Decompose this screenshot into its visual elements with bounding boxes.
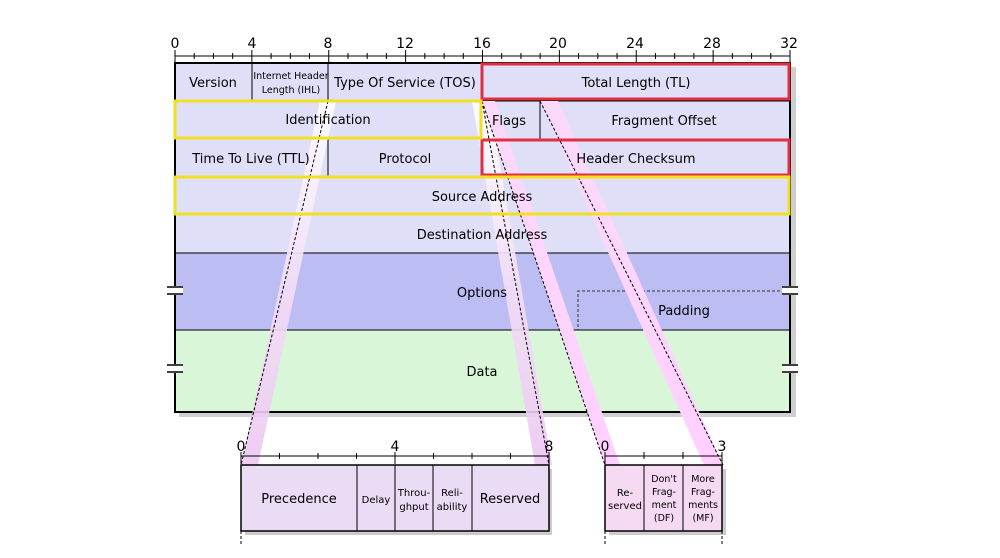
tick-label-0: 0 (171, 36, 180, 52)
padding-label: Padding (658, 304, 710, 319)
flag-reserved-line2: served (608, 501, 642, 512)
tick-label-16: 16 (473, 36, 491, 52)
flag-mf-line3: ments (688, 500, 718, 511)
options-label: Options (457, 286, 507, 301)
tick-label-8: 8 (324, 36, 333, 52)
data-label: Data (466, 365, 497, 380)
tick-label-32: 32 (780, 36, 798, 52)
flags-detail: 0 3 Re- served Don't Frag- ment (DF) Mor… (601, 439, 727, 544)
tos-tick-0: 0 (237, 439, 246, 455)
field-highlights (173, 62, 791, 216)
version-label: Version (189, 76, 237, 91)
flag-df-line4: (DF) (654, 513, 674, 524)
protocol-label: Protocol (379, 152, 431, 167)
source-address-label: Source Address (432, 190, 533, 205)
flags-tick-3: 3 (718, 439, 727, 455)
total-length-label: Total Length (TL) (581, 76, 691, 91)
tos-tick-4: 4 (391, 439, 400, 455)
tos-reserved-label: Reserved (480, 492, 541, 507)
padding-outline (577, 290, 790, 330)
ihl-label-line2: Length (IHL) (262, 85, 320, 96)
flag-mf-line2: Frag- (691, 487, 715, 498)
tos-left-fan (241, 101, 336, 465)
header-field-labels: Version Internet Header Length (IHL) Typ… (189, 71, 717, 380)
flag-reserved-line1: Re- (617, 488, 634, 499)
throughput-label-line2: ghput (399, 502, 428, 513)
reliability-label-line1: Reli- (441, 488, 463, 499)
precedence-label: Precedence (261, 492, 336, 507)
delay-label: Delay (362, 495, 391, 506)
flag-mf-line4: (MF) (692, 513, 713, 524)
tick-label-12: 12 (396, 36, 414, 52)
flags-label: Flags (492, 114, 526, 129)
identification-highlight (173, 99, 483, 140)
identification-label: Identification (285, 113, 370, 128)
flag-mf-line1: More (691, 474, 715, 485)
destination-address-label: Destination Address (417, 228, 548, 243)
ttl-label: Time To Live (TTL) (191, 152, 309, 167)
detail-fanouts (240, 100, 724, 466)
fragment-offset-label: Fragment Offset (611, 114, 716, 129)
tos-detail: 0 4 8 Precedence Delay Throu- ghput Reli… (237, 439, 554, 544)
tick-label-20: 20 (549, 36, 567, 52)
header-checksum-label: Header Checksum (576, 152, 695, 167)
total-length-highlight (480, 62, 791, 101)
flag-df-line2: Frag- (652, 487, 676, 498)
tos-label: Type Of Service (TOS) (333, 76, 476, 91)
tos-tick-8: 8 (545, 439, 554, 455)
bit-scale-labels: 0 4 8 12 16 20 24 28 32 (171, 36, 798, 52)
reliability-label-line2: ability (437, 502, 468, 513)
source-address-highlight (173, 175, 791, 216)
flags-tick-0: 0 (601, 439, 610, 455)
tick-label-24: 24 (626, 36, 644, 52)
tick-label-28: 28 (703, 36, 721, 52)
throughput-label-line1: Throu- (397, 488, 431, 499)
row-break-marks (167, 286, 798, 373)
flag-df-line1: Don't (651, 474, 677, 485)
flags-detail-box (604, 464, 723, 532)
header-checksum-highlight (480, 138, 791, 177)
ihl-label-line1: Internet Header (253, 71, 328, 82)
bit-scale (174, 50, 791, 62)
flag-df-line3: ment (652, 500, 677, 511)
tick-label-4: 4 (248, 36, 257, 52)
flags-left-fan (482, 101, 620, 465)
